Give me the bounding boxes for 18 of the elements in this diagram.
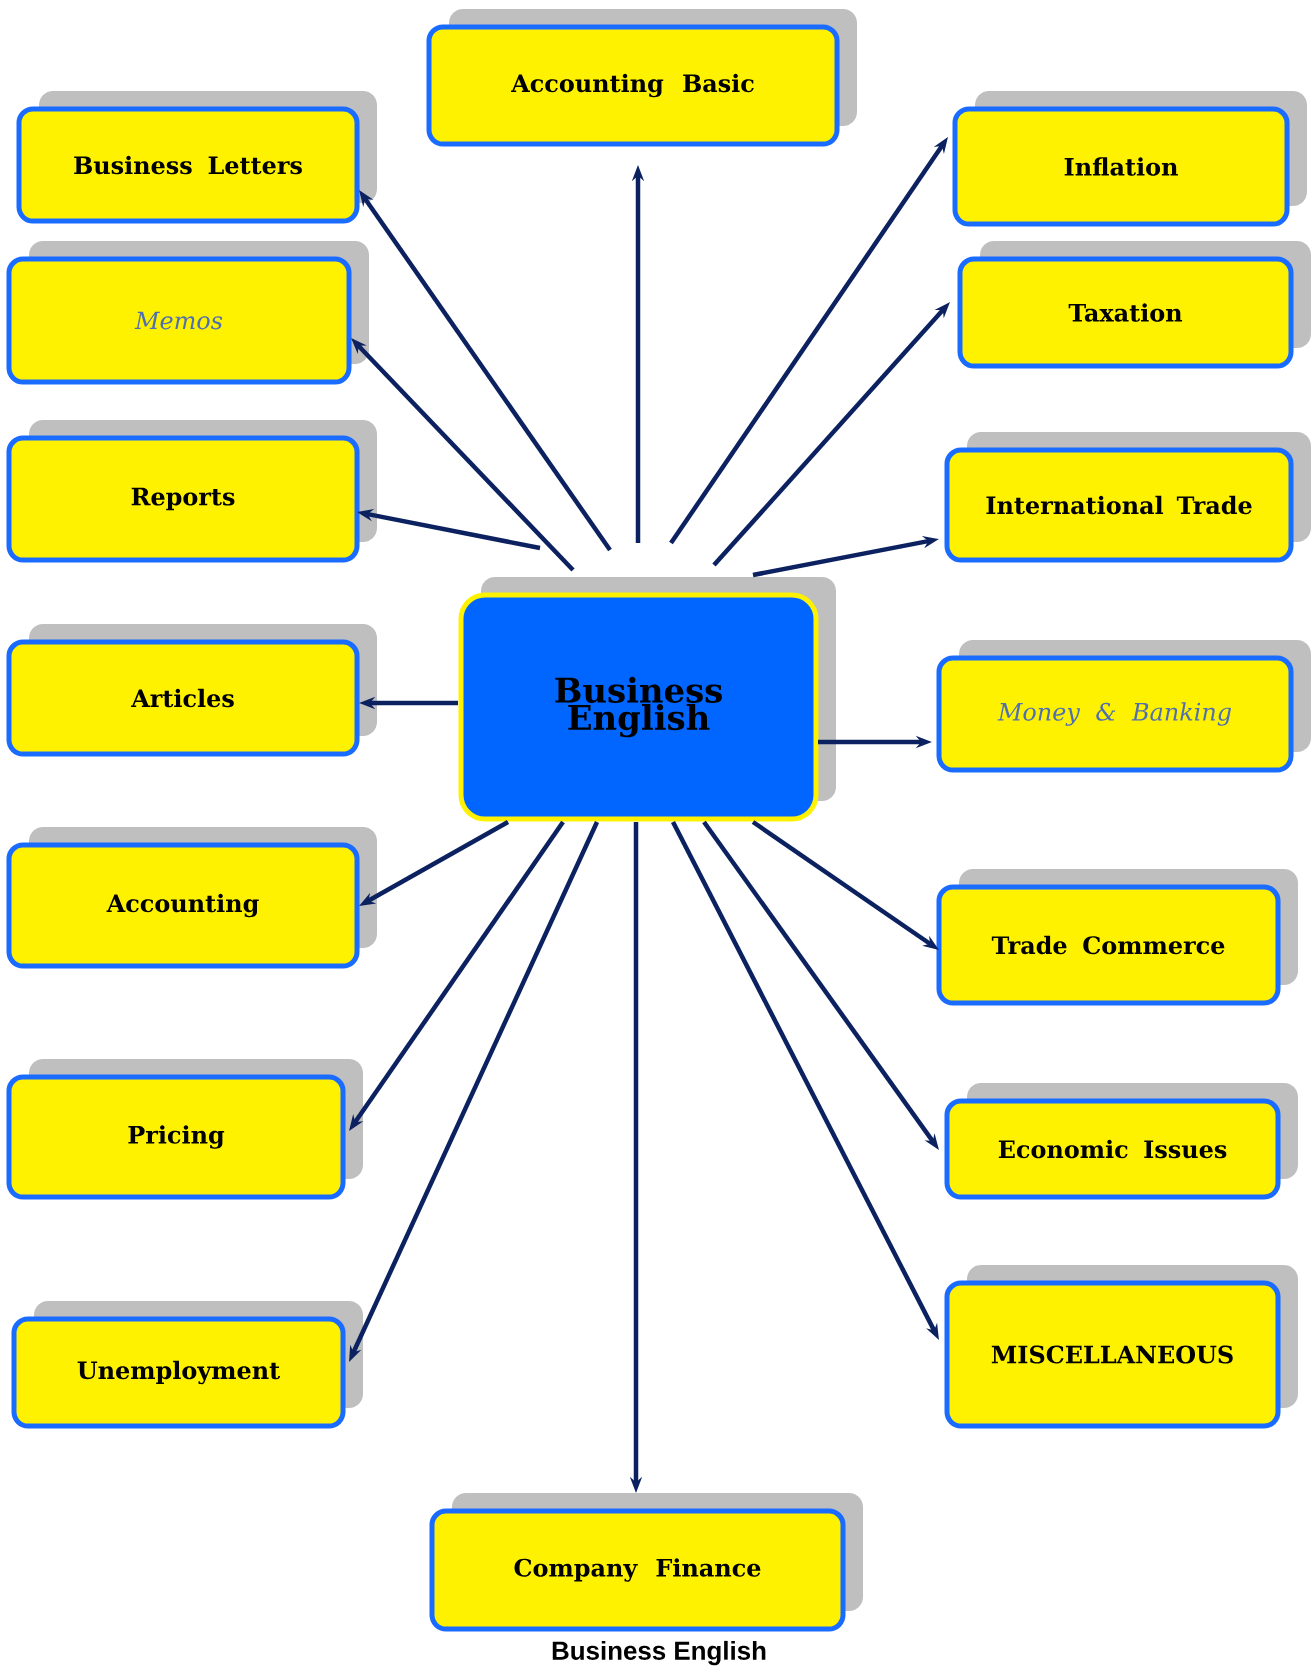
topic-box: Articles bbox=[6, 624, 377, 757]
topic-box: Business Letters bbox=[16, 91, 377, 224]
topic-box: Accounting bbox=[6, 827, 377, 969]
topic-box: Trade Commerce bbox=[936, 869, 1298, 1006]
caption: Business English bbox=[552, 1640, 766, 1666]
topic-box: Company Finance bbox=[429, 1493, 863, 1632]
topic-box: Reports bbox=[6, 420, 377, 563]
topic-box: Inflation bbox=[952, 91, 1307, 227]
topic-box: Money & Banking bbox=[936, 640, 1311, 773]
topic-box: Unemployment bbox=[11, 1301, 363, 1429]
topic-box: International Trade bbox=[944, 432, 1311, 563]
topic-box: Taxation bbox=[957, 241, 1311, 369]
topic-box: Economic Issues bbox=[944, 1083, 1298, 1200]
topic-box: Memos bbox=[6, 241, 369, 385]
topic-box: MISCELLANEOUS bbox=[944, 1265, 1298, 1429]
central-box: Business English bbox=[458, 577, 836, 822]
topic-box: Accounting Basic bbox=[426, 9, 857, 147]
topic-box: Pricing bbox=[6, 1059, 363, 1200]
